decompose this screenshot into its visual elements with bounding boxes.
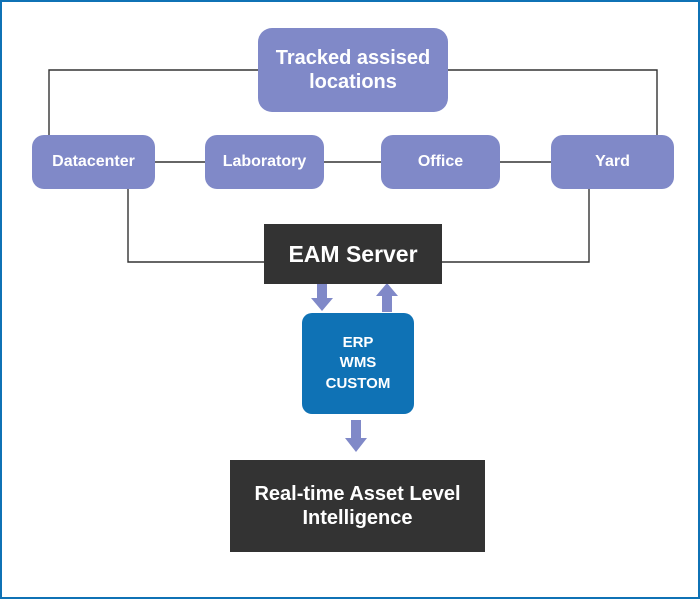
node-eam-server-label: EAM Server: [288, 240, 418, 267]
node-systems-line-erp: ERP: [342, 334, 374, 352]
node-systems-line-wms: WMS: [339, 354, 377, 372]
node-systems[interactable]: ERP WMS CUSTOM: [302, 313, 414, 414]
connector-yard-to-eam: [442, 189, 590, 263]
node-systems-line-custom: CUSTOM: [325, 374, 391, 392]
connector-tracked-to-yard: [448, 69, 658, 135]
node-laboratory[interactable]: Laboratory: [205, 135, 324, 189]
node-yard[interactable]: Yard: [551, 135, 674, 189]
node-office[interactable]: Office: [381, 135, 500, 189]
connector-datacenter-to-eam: [127, 189, 264, 263]
node-yard-label: Yard: [595, 153, 630, 171]
node-datacenter-label: Datacenter: [52, 153, 135, 171]
node-office-label: Office: [417, 153, 464, 171]
node-outcome[interactable]: Real-time Asset Level Intelligence: [230, 460, 485, 552]
node-datacenter[interactable]: Datacenter: [32, 135, 155, 189]
node-tracked-assised-locations-label: Tracked assised locations: [275, 46, 431, 93]
node-outcome-label: Real-time Asset Level Intelligence: [254, 482, 461, 529]
arrow-eam-to-systems: [311, 282, 333, 311]
arrow-systems-to-outcome: [345, 420, 367, 452]
connector-tracked-to-datacenter: [48, 69, 258, 135]
node-eam-server[interactable]: EAM Server: [264, 224, 442, 284]
node-laboratory-label: Laboratory: [222, 153, 307, 171]
arrow-systems-to-eam: [376, 283, 398, 312]
node-tracked-assised-locations[interactable]: Tracked assised locations: [258, 28, 448, 112]
